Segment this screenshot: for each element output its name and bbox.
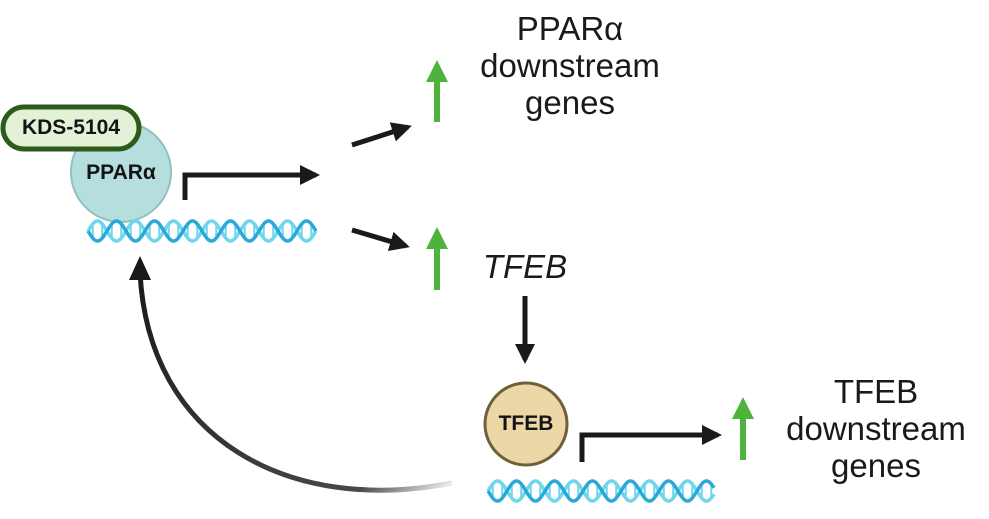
ppar-targets-line2: downstream: [480, 47, 660, 84]
ppar-receptor-label: PPARα: [86, 161, 156, 184]
ppar-targets-line3: genes: [525, 84, 615, 121]
dna-strand: [486, 479, 716, 503]
feedback-arrow: [137, 271, 453, 493]
dna-strand: [86, 219, 318, 243]
ppar-targets-label: PPARα downstream genes: [460, 10, 680, 121]
up-arrow-icon: [732, 397, 754, 460]
tfeb-targets-line3: genes: [831, 447, 921, 484]
transcription-arrow-tfeb: [579, 425, 722, 462]
feedback-arrow-head: [129, 256, 151, 280]
tfeb-protein-label: TFEB: [498, 412, 554, 435]
tfeb-gene-label: TFEB: [482, 248, 568, 285]
drug-pill: [0, 104, 142, 152]
arrow-to-tfeb-gene: [351, 227, 410, 252]
tfeb-targets-line2: downstream: [786, 410, 966, 447]
dna-helix-bottom: [486, 479, 716, 503]
up-arrow-icon: [426, 227, 448, 290]
ppar-targets-line1: PPARα: [516, 10, 624, 47]
tfeb-protein-circle: [483, 381, 569, 467]
dna-helix-top: [86, 219, 318, 243]
transcription-arrow-ppar: [182, 165, 320, 200]
up-arrow-icon: [426, 60, 448, 122]
tfeb-targets-line1: TFEB: [833, 373, 919, 410]
arrow-to-ppar-targets: [351, 122, 412, 148]
drug-label: KDS-5104: [21, 116, 121, 139]
tfeb-targets-label: TFEB downstream genes: [766, 373, 986, 484]
